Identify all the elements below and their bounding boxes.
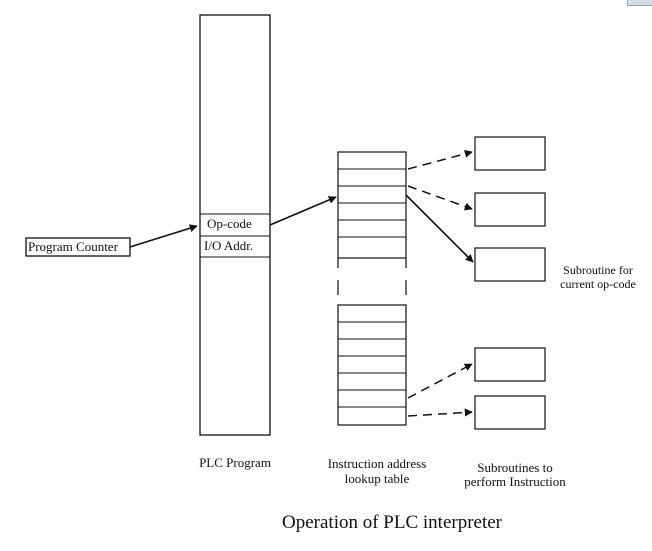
lookup-lower-outline: [337, 304, 407, 426]
dashed-arrow-to-subroutine-4: [407, 363, 473, 399]
lookup-table-caption-line1: Instruction address: [327, 456, 427, 471]
opcode-label: Op-code: [207, 216, 252, 231]
arrow-opcode-to-table: [269, 196, 337, 226]
diagram-title: Operation of PLC interpreter: [282, 512, 503, 533]
plc-program-caption: PLC Program: [199, 455, 271, 470]
dashed-arrow-to-subroutine-2: [407, 185, 473, 211]
current-subroutine-label-line2: current op-code: [560, 277, 636, 291]
lookup-table-gap: [337, 258, 407, 295]
dashed-arrow-to-subroutine-5: [407, 408, 473, 417]
lookup-table-caption-line2: lookup table: [344, 471, 410, 486]
dashed-arrow-to-subroutine-1: [407, 149, 473, 170]
subroutine-box-current: [474, 247, 546, 282]
subroutines-caption-line2: perform Instruction: [464, 474, 566, 489]
program-counter-label: Program Counter: [28, 239, 118, 254]
subroutine-box-5: [474, 395, 546, 430]
subroutine-box-4: [474, 347, 546, 382]
corner-scrollbar-fragment: [627, 0, 652, 6]
io-address-label: I/O Addr.: [204, 238, 254, 253]
current-subroutine-label-line1: Subroutine for: [563, 263, 633, 277]
subroutine-box-2: [474, 192, 546, 227]
subroutines-caption-line1: Subroutines to: [477, 460, 553, 475]
lookup-upper-outline: [337, 151, 407, 259]
lookup-table-upper: [337, 151, 407, 259]
arrow-table-to-current-subroutine: [405, 194, 474, 263]
subroutine-box-1: [474, 136, 546, 171]
lookup-table-lower: [337, 304, 407, 426]
arrow-counter-to-opcode: [129, 224, 198, 248]
